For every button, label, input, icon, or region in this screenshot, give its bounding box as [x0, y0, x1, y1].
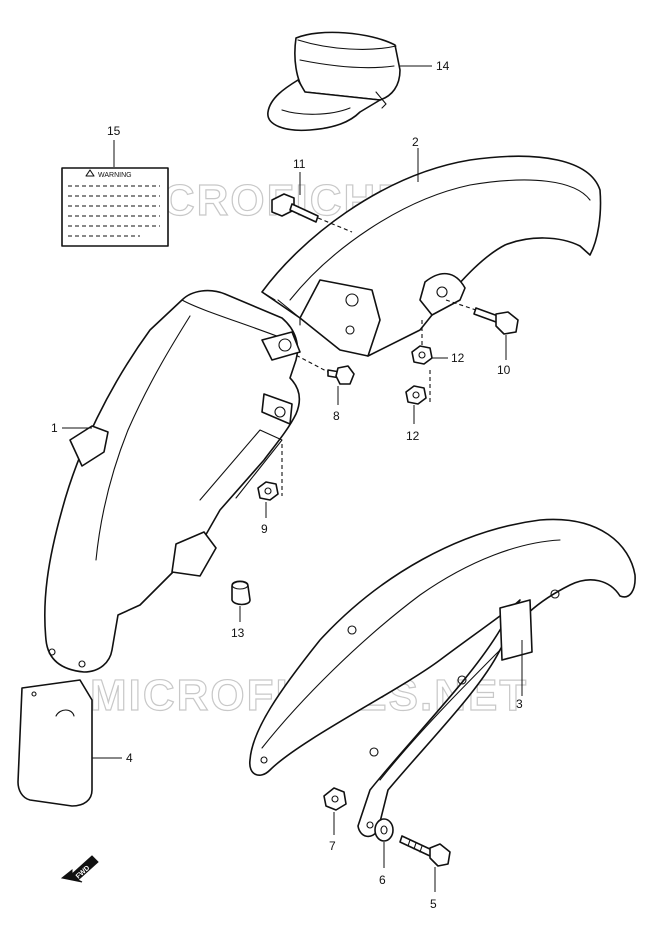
fwd-arrow-icon: FWD	[60, 855, 99, 883]
callout-6[interactable]: 6	[379, 873, 386, 887]
callout-10[interactable]: 10	[497, 363, 511, 377]
callout-14[interactable]: 14	[436, 59, 450, 73]
callout-8[interactable]: 8	[333, 409, 340, 423]
part-2-rear-fender[interactable]	[261, 155, 602, 357]
part-9-nut[interactable]	[257, 481, 279, 501]
part-7-nut[interactable]	[323, 787, 347, 811]
part-13-spacer[interactable]	[231, 580, 251, 606]
callout-12a[interactable]: 12	[451, 351, 465, 365]
callout-7[interactable]: 7	[329, 839, 336, 853]
part-15-warning-label[interactable]: WARNING	[61, 167, 169, 247]
callout-12b[interactable]: 12	[406, 429, 420, 443]
part-6-washer[interactable]	[374, 818, 394, 842]
callout-15[interactable]: 15	[107, 124, 121, 138]
callout-3[interactable]: 3	[516, 697, 523, 711]
part-12-nut-lower[interactable]	[405, 385, 427, 405]
part-1-inner-fender[interactable]	[44, 289, 301, 673]
callout-5[interactable]: 5	[430, 897, 437, 911]
dash-10	[445, 299, 477, 311]
part-12-nut-upper[interactable]	[411, 345, 433, 365]
callout-11[interactable]: 11	[293, 157, 306, 171]
part-3-fender-brace[interactable]	[249, 518, 636, 838]
callout-9[interactable]: 9	[261, 522, 268, 536]
callout-2[interactable]: 2	[412, 135, 419, 149]
callout-1[interactable]: 1	[51, 421, 58, 435]
part-8-bolt[interactable]	[327, 365, 355, 385]
callout-13[interactable]: 13	[231, 626, 245, 640]
warning-label-text: WARNING	[98, 172, 132, 179]
part-10-bolt[interactable]	[473, 307, 519, 335]
dash-11	[317, 217, 353, 233]
callout-4[interactable]: 4	[126, 751, 133, 765]
part-11-bolt[interactable]	[271, 193, 319, 223]
part-5-bolt[interactable]	[399, 835, 451, 867]
part-4-mud-flap[interactable]	[17, 679, 93, 807]
part-14-tail-bag[interactable]	[267, 31, 401, 132]
